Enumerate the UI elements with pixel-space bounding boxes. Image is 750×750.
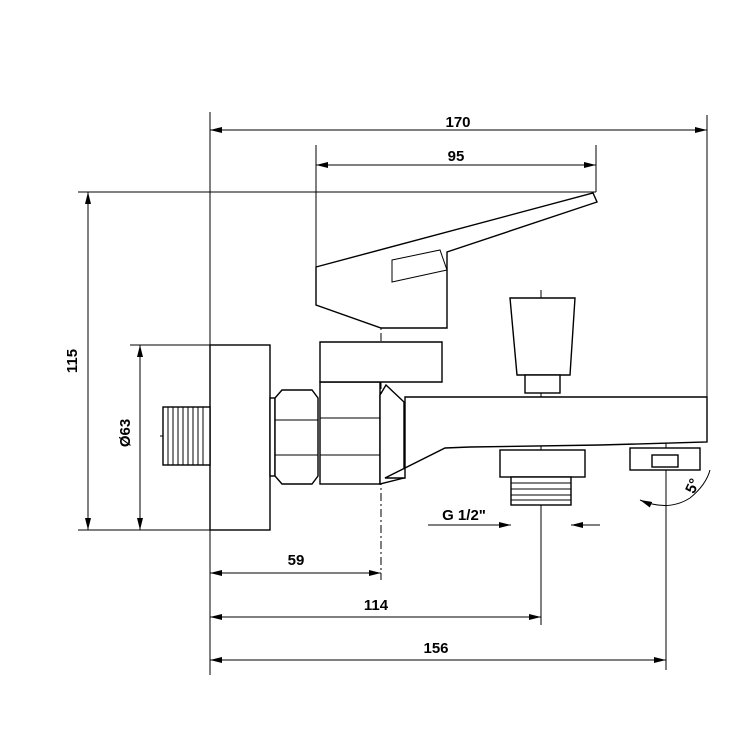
dim-spout-angle: 5° [682,476,703,496]
dim-handle-width: 95 [448,148,465,165]
dim-thread: G 1/2" [442,507,486,524]
dim-plate-diameter: Ø63 [117,419,134,447]
dim-inlet-axis: 59 [288,552,305,569]
dim-overall-width: 170 [445,114,470,131]
dim-inlet-diverter: 114 [364,597,389,614]
faucet-outline [162,192,708,531]
dim-inlet-outlet: 156 [423,640,448,657]
dim-height: 115 [64,349,81,373]
dimension-lines [85,127,711,663]
